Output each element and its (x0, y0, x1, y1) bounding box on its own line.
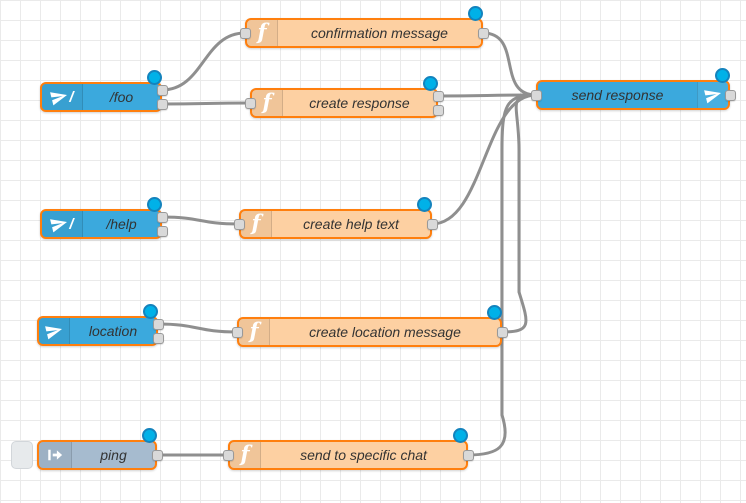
node-label: send response (571, 87, 664, 103)
output-port[interactable] (152, 318, 164, 330)
node-changed-indicator (142, 303, 158, 319)
function-icon: f (252, 89, 283, 116)
node-changed-indicator (146, 196, 162, 212)
output-port[interactable] (496, 326, 508, 338)
node-label: /foo (109, 89, 134, 105)
function-icon: f (247, 19, 278, 46)
input-port[interactable] (244, 97, 256, 109)
function-icon: f (230, 441, 261, 468)
node-label: create response (309, 95, 410, 111)
node-label: ping (100, 447, 127, 463)
node-label: create help text (303, 216, 399, 232)
wire-help-to-create-help-text[interactable] (160, 215, 241, 226)
node-label: location (88, 323, 138, 339)
wire-send-to-specific-chat-to-send-response[interactable] (466, 93, 538, 457)
inject-arrow-icon (39, 442, 72, 468)
node-create-help-text[interactable]: f create help text (239, 209, 432, 239)
node-changed-indicator (714, 67, 730, 83)
wire-foo-to-create-response[interactable] (160, 101, 252, 106)
node-send-to-specific-chat[interactable]: f send to specific chat (228, 440, 468, 470)
node-label: create location message (309, 324, 461, 340)
output-port[interactable] (156, 98, 168, 110)
output-port[interactable] (156, 84, 168, 96)
paper-plane-slash-icon: / (42, 84, 83, 110)
node-confirmation-message[interactable]: f confirmation message (245, 18, 483, 48)
node-changed-indicator (141, 427, 157, 443)
node-label: confirmation message (311, 25, 448, 41)
input-port[interactable] (239, 27, 251, 39)
output-port[interactable] (426, 218, 438, 230)
node-changed-indicator (146, 69, 162, 85)
wire-location-to-create-location-message[interactable] (156, 322, 239, 334)
output-port[interactable] (151, 449, 163, 461)
node-changed-indicator (486, 304, 502, 320)
node-send-response[interactable]: send response (536, 80, 730, 110)
output-port[interactable] (724, 89, 736, 101)
wire-create-location-message-to-send-response[interactable] (500, 93, 538, 334)
input-port[interactable] (222, 449, 234, 461)
node-changed-indicator (416, 196, 432, 212)
paper-plane-slash-icon: / (42, 211, 83, 237)
node-label: /help (106, 216, 137, 232)
node-create-location-message[interactable]: f create location message (237, 317, 502, 347)
output-port[interactable] (152, 332, 164, 344)
function-icon: f (239, 318, 270, 345)
input-port[interactable] (233, 218, 245, 230)
node-changed-indicator (422, 75, 438, 91)
input-port[interactable] (231, 326, 243, 338)
function-icon: f (241, 210, 272, 237)
node-foo[interactable]: / /foo (40, 82, 162, 112)
output-port[interactable] (156, 211, 168, 223)
inject-button[interactable] (11, 441, 33, 469)
output-port[interactable] (462, 449, 474, 461)
node-help[interactable]: / /help (40, 209, 162, 239)
output-port[interactable] (432, 104, 444, 116)
input-port[interactable] (530, 89, 542, 101)
node-create-response[interactable]: f create response (250, 88, 438, 118)
output-port[interactable] (477, 27, 489, 39)
paper-plane-icon (39, 318, 70, 344)
node-changed-indicator (452, 427, 468, 443)
wire-foo-to-confirmation-message[interactable] (160, 31, 247, 92)
node-location[interactable]: location (37, 316, 158, 346)
output-port[interactable] (156, 225, 168, 237)
output-port[interactable] (432, 90, 444, 102)
node-label: send to specific chat (300, 447, 427, 463)
paper-plane-icon (697, 82, 728, 108)
node-ping[interactable]: ping (37, 440, 157, 470)
node-changed-indicator (467, 5, 483, 21)
wire-confirmation-message-to-send-response[interactable] (481, 31, 538, 97)
